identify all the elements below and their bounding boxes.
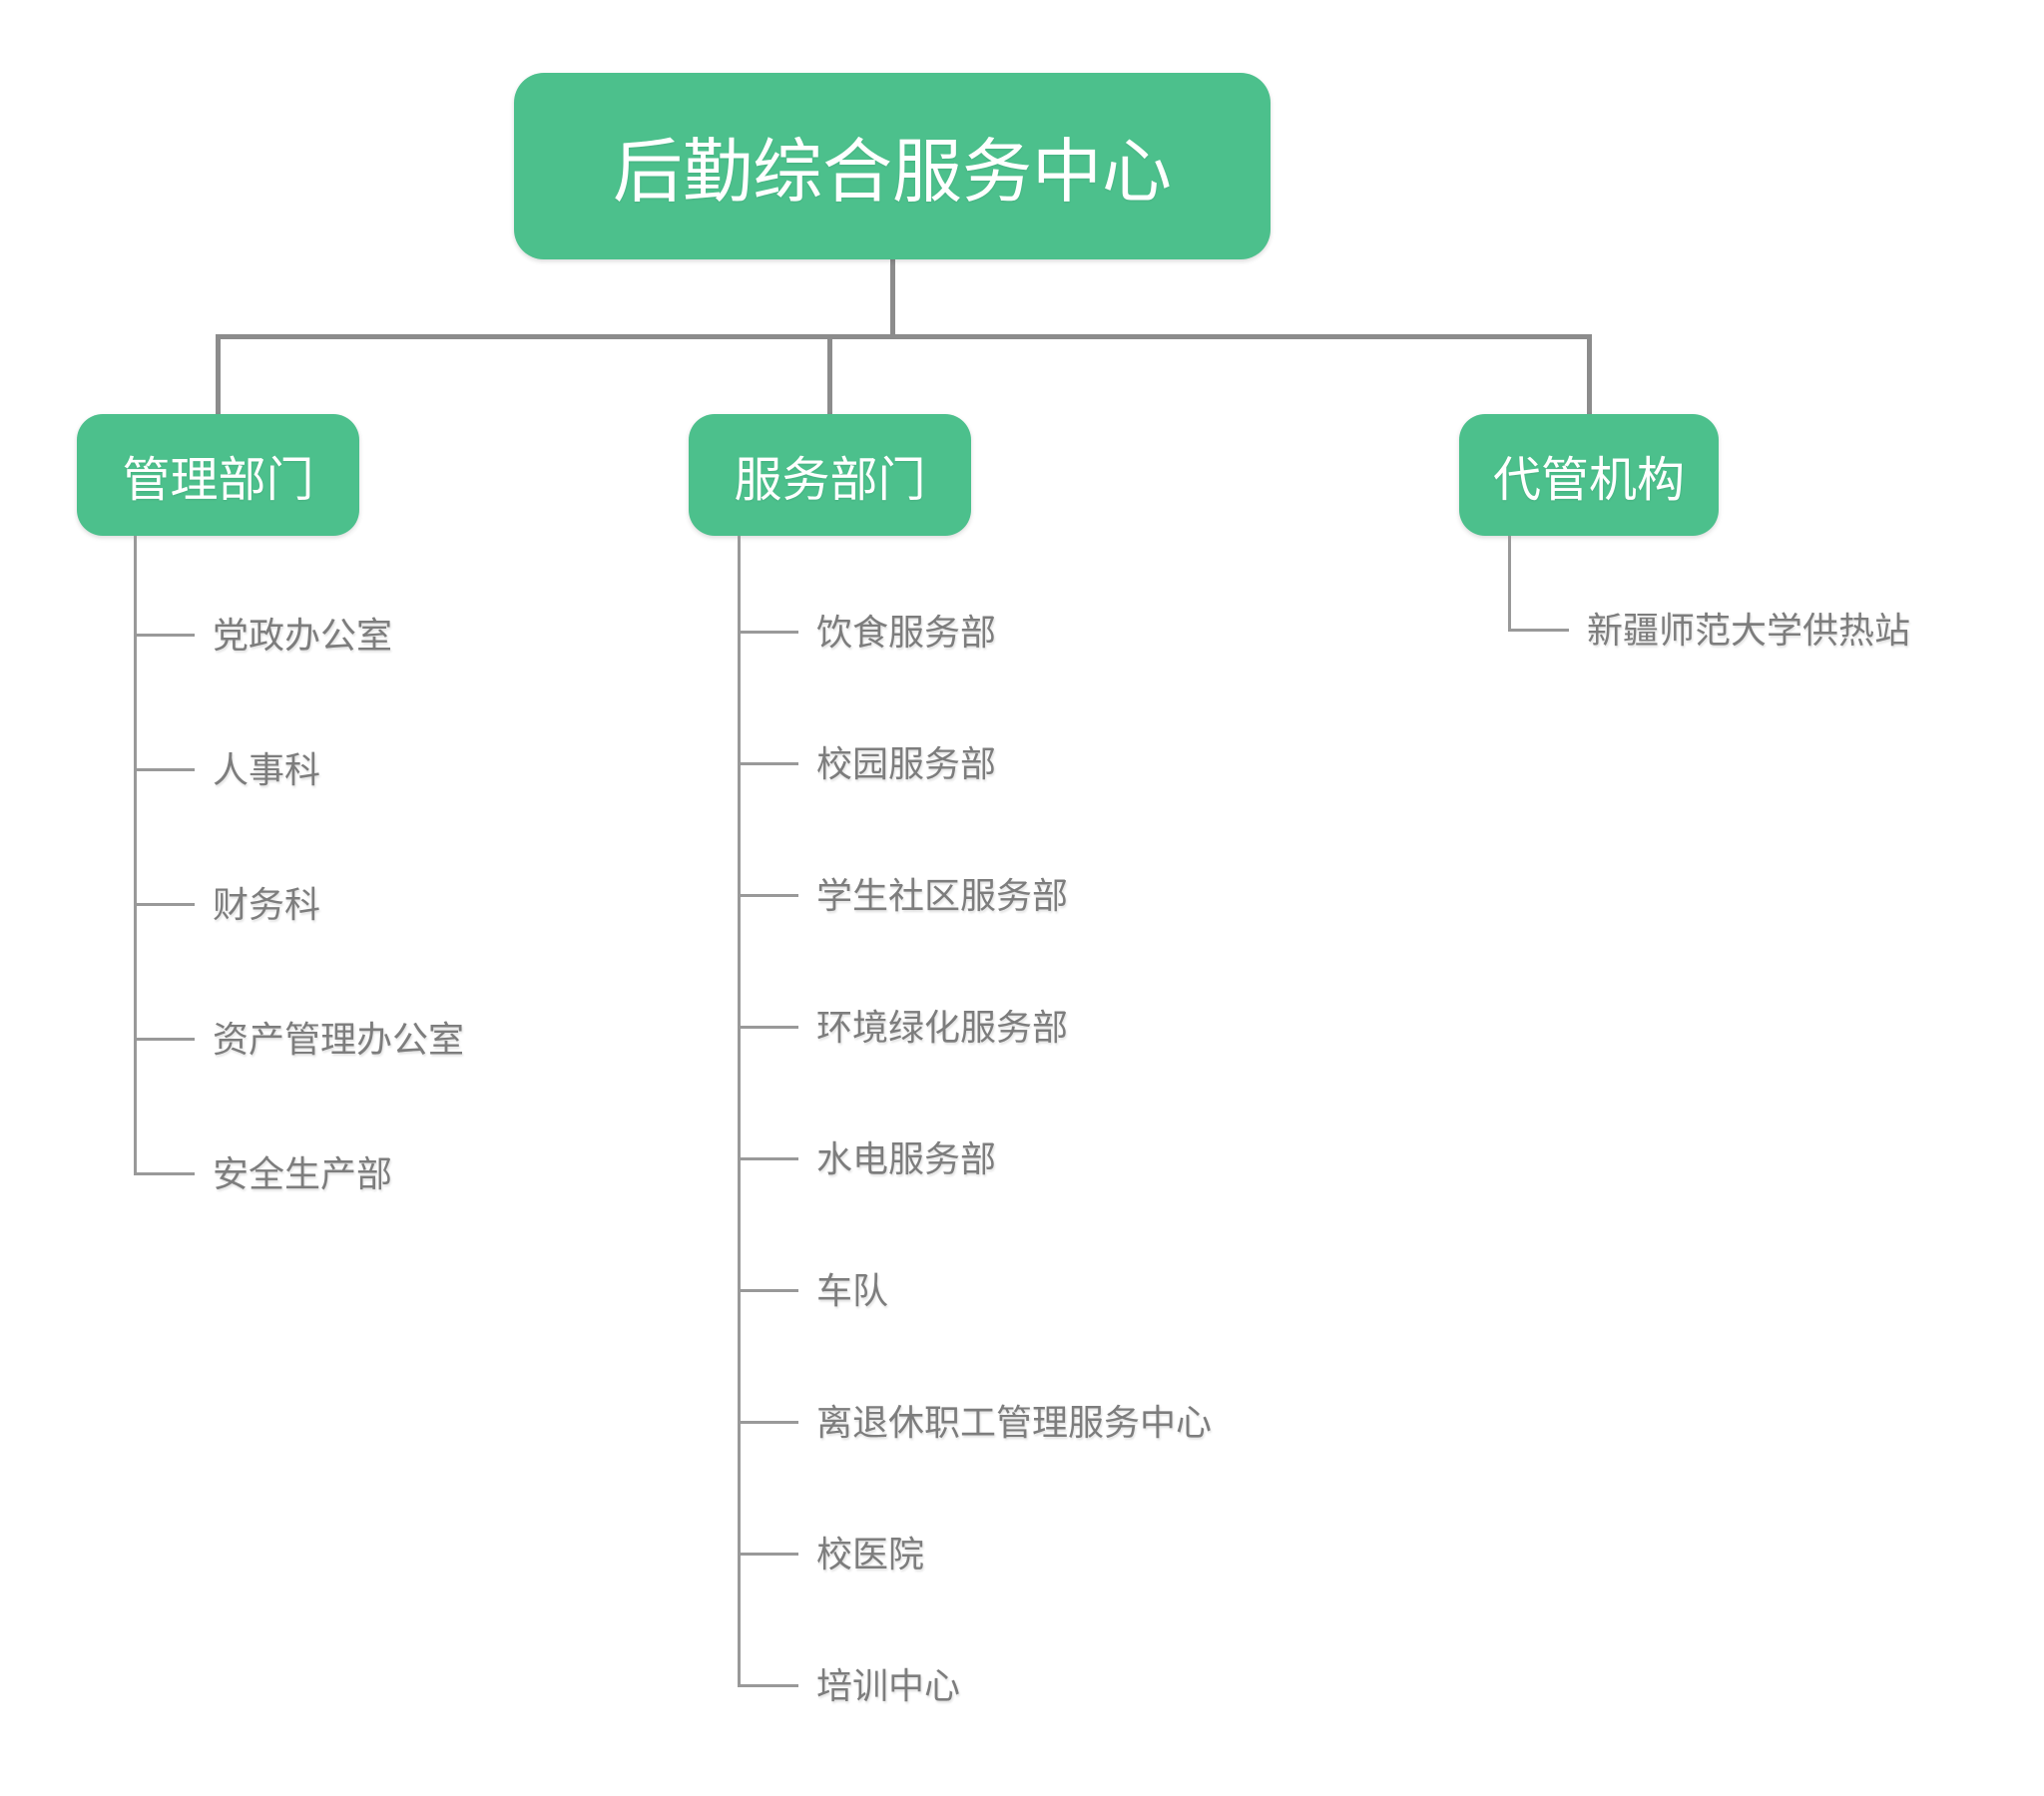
child-node[interactable]: 人事科 bbox=[213, 749, 321, 790]
branch-connector-horizontal bbox=[216, 334, 1591, 339]
child-node[interactable]: 培训中心 bbox=[816, 1665, 961, 1706]
child-tick-line bbox=[135, 768, 195, 771]
child-tick-line bbox=[135, 634, 195, 637]
child-connector-vertical-service bbox=[738, 536, 741, 1687]
child-tick-line bbox=[135, 1038, 195, 1041]
child-node[interactable]: 财务科 bbox=[213, 884, 321, 925]
branch-node-service-label: 服务部门 bbox=[734, 454, 926, 507]
branch-node-managed[interactable]: 代管机构 bbox=[1459, 414, 1719, 536]
child-node[interactable]: 车队 bbox=[816, 1270, 889, 1311]
child-node[interactable]: 党政办公室 bbox=[213, 615, 393, 656]
root-connector-vertical bbox=[890, 257, 895, 337]
child-tick-line bbox=[739, 1289, 798, 1292]
child-connector-vertical-management bbox=[134, 536, 137, 1175]
child-node[interactable]: 安全生产部 bbox=[213, 1153, 393, 1194]
child-node[interactable]: 校医院 bbox=[816, 1534, 925, 1574]
child-node[interactable]: 饮食服务部 bbox=[816, 612, 997, 653]
child-tick-line bbox=[739, 762, 798, 765]
child-tick-line bbox=[739, 1157, 798, 1160]
branch-drop-line-managed bbox=[1587, 334, 1592, 414]
branch-node-service[interactable]: 服务部门 bbox=[689, 414, 971, 536]
branch-node-management[interactable]: 管理部门 bbox=[77, 414, 359, 536]
child-tick-line bbox=[739, 1026, 798, 1029]
branch-node-managed-label: 代管机构 bbox=[1492, 454, 1685, 507]
child-node[interactable]: 学生社区服务部 bbox=[816, 875, 1069, 916]
root-node-label: 后勤综合服务中心 bbox=[613, 133, 1172, 211]
child-tick-line bbox=[135, 1172, 195, 1175]
child-connector-vertical-managed bbox=[1508, 536, 1511, 632]
child-tick-line bbox=[739, 1421, 798, 1424]
child-tick-line bbox=[739, 894, 798, 897]
branch-node-management-label: 管理部门 bbox=[122, 454, 314, 507]
child-node[interactable]: 水电服务部 bbox=[816, 1138, 997, 1179]
child-tick-line bbox=[739, 1684, 798, 1687]
child-node[interactable]: 校园服务部 bbox=[816, 743, 997, 784]
branch-drop-line-service bbox=[827, 334, 832, 414]
child-tick-line bbox=[1509, 629, 1569, 632]
root-node[interactable]: 后勤综合服务中心 bbox=[514, 73, 1271, 259]
child-tick-line bbox=[739, 1553, 798, 1556]
child-tick-line bbox=[739, 631, 798, 634]
child-tick-line bbox=[135, 903, 195, 906]
branch-drop-line-management bbox=[216, 334, 221, 414]
child-node[interactable]: 离退休职工管理服务中心 bbox=[816, 1402, 1213, 1443]
child-node[interactable]: 新疆师范大学供热站 bbox=[1587, 610, 1911, 651]
child-node[interactable]: 资产管理办公室 bbox=[213, 1019, 465, 1060]
child-node[interactable]: 环境绿化服务部 bbox=[816, 1007, 1069, 1048]
